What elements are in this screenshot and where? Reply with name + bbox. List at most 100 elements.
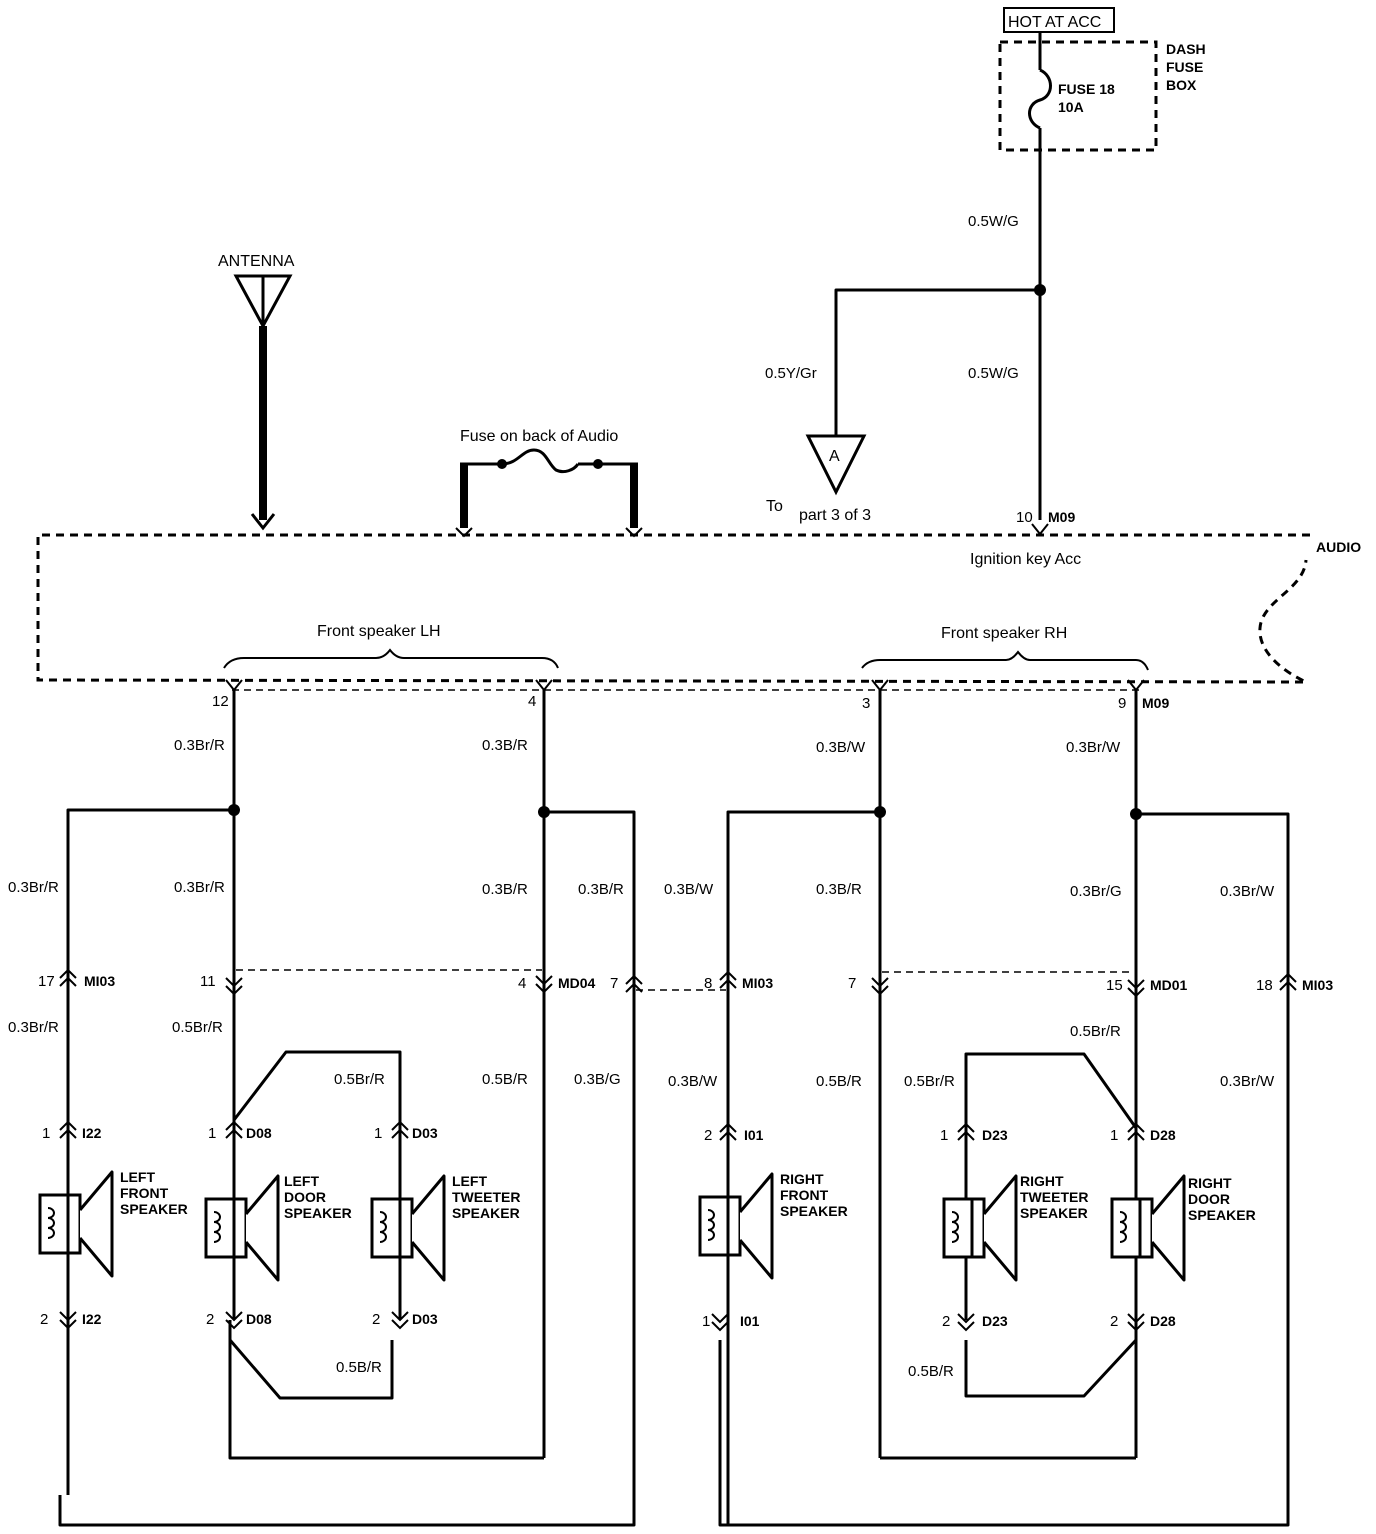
svg-text:1: 1 <box>42 1125 50 1142</box>
antenna-icon <box>233 274 293 531</box>
svg-text:0.3B/R: 0.3B/R <box>816 881 862 898</box>
dash-fuse-box-label: DASH FUSE BOX <box>1166 41 1206 93</box>
svg-text:1: 1 <box>702 1313 710 1330</box>
svg-text:MI03: MI03 <box>84 973 115 989</box>
left-door-speaker-label: LEFT DOOR SPEAKER <box>284 1173 352 1221</box>
antenna-label: ANTENNA <box>218 253 295 270</box>
left-front-speaker-label: LEFT FRONT SPEAKER <box>120 1169 188 1217</box>
pin-3: 3 <box>862 695 870 712</box>
right-door-speaker-icon <box>1110 1174 1186 1282</box>
svg-text:FUSE: FUSE <box>1166 59 1203 75</box>
wire-labels: 0.3Br/R 0.3B/R 0.3B/W 0.3Br/W 0.3Br/R 0.… <box>8 737 1275 1380</box>
wire-label-0-5w-g-lower: 0.5W/G <box>968 365 1019 382</box>
svg-text:0.3Br/G: 0.3Br/G <box>1070 883 1122 900</box>
splices <box>228 804 1142 820</box>
audio-label: AUDIO <box>1316 539 1361 555</box>
svg-text:18: 18 <box>1256 977 1273 994</box>
svg-text:LEFT: LEFT <box>120 1169 155 1185</box>
svg-text:0.5B/R: 0.5B/R <box>908 1363 954 1380</box>
svg-text:RIGHT: RIGHT <box>1020 1173 1064 1189</box>
svg-text:I22: I22 <box>82 1125 102 1141</box>
svg-text:LEFT: LEFT <box>284 1173 319 1189</box>
svg-text:SPEAKER: SPEAKER <box>1188 1207 1256 1223</box>
svg-text:0.5Br/R: 0.5Br/R <box>334 1071 385 1088</box>
svg-text:8: 8 <box>704 975 712 992</box>
right-front-speaker-icon <box>698 1172 774 1280</box>
svg-text:11: 11 <box>200 973 216 990</box>
svg-text:0.5Br/R: 0.5Br/R <box>1070 1023 1121 1040</box>
fuse-18-label: FUSE 18 10A <box>1058 81 1115 115</box>
part-3-of-3-label: part 3 of 3 <box>799 507 871 524</box>
to-label: To <box>766 498 783 515</box>
svg-text:2: 2 <box>704 1127 712 1144</box>
connector-m09-label: M09 <box>1142 695 1169 711</box>
svg-text:DOOR: DOOR <box>1188 1191 1230 1207</box>
svg-text:0.3B/W: 0.3B/W <box>664 881 714 898</box>
right-tweeter-speaker-label: RIGHT TWEETER SPEAKER <box>1020 1173 1088 1221</box>
svg-text:0.3Br/R: 0.3Br/R <box>8 1019 59 1036</box>
svg-text:2: 2 <box>372 1311 380 1328</box>
connector-chevrons <box>59 968 1297 1332</box>
pin-10: 10 <box>1016 509 1033 526</box>
svg-text:SPEAKER: SPEAKER <box>452 1205 520 1221</box>
svg-text:1: 1 <box>208 1125 216 1142</box>
svg-text:0.3Br/R: 0.3Br/R <box>174 879 225 896</box>
svg-text:RIGHT: RIGHT <box>780 1171 824 1187</box>
svg-text:FRONT: FRONT <box>780 1187 829 1203</box>
svg-text:2: 2 <box>40 1311 48 1328</box>
svg-text:DOOR: DOOR <box>284 1189 326 1205</box>
left-tweeter-speaker-icon <box>370 1174 446 1282</box>
svg-text:0.5Br/R: 0.5Br/R <box>904 1073 955 1090</box>
audio-fuse-symbol <box>455 448 643 538</box>
fuse-18-symbol <box>1028 32 1052 150</box>
svg-text:MI03: MI03 <box>742 975 773 991</box>
svg-text:2: 2 <box>1110 1313 1118 1330</box>
left-tweeter-speaker-label: LEFT TWEETER SPEAKER <box>452 1173 520 1221</box>
svg-text:0.3Br/R: 0.3Br/R <box>8 879 59 896</box>
svg-text:D03: D03 <box>412 1311 438 1327</box>
connector-m09-pin10 <box>1031 523 1049 536</box>
brace-front-lh <box>223 648 559 669</box>
svg-text:MI03: MI03 <box>1302 977 1333 993</box>
svg-text:0.3Br/W: 0.3Br/W <box>1220 883 1275 900</box>
svg-text:D08: D08 <box>246 1125 272 1141</box>
svg-text:FUSE 18: FUSE 18 <box>1058 81 1115 97</box>
svg-text:17: 17 <box>38 973 55 990</box>
svg-text:D03: D03 <box>412 1125 438 1141</box>
svg-text:RIGHT: RIGHT <box>1188 1175 1232 1191</box>
svg-text:FRONT: FRONT <box>120 1185 169 1201</box>
wire-label-0-5y-gr: 0.5Y/Gr <box>765 365 817 382</box>
svg-text:A: A <box>829 448 840 465</box>
svg-text:15: 15 <box>1106 977 1123 994</box>
svg-text:10A: 10A <box>1058 99 1084 115</box>
svg-text:MD01: MD01 <box>1150 977 1188 993</box>
svg-text:0.3Br/W: 0.3Br/W <box>1220 1073 1275 1090</box>
wiring <box>58 690 1290 1527</box>
pin-4: 4 <box>528 693 536 710</box>
hot-at-acc-box: HOT AT ACC <box>1003 7 1115 33</box>
pin-12: 12 <box>212 693 229 710</box>
svg-text:MD04: MD04 <box>558 975 596 991</box>
right-front-speaker-label: RIGHT FRONT SPEAKER <box>780 1171 848 1219</box>
svg-text:0.5Br/R: 0.5Br/R <box>172 1019 223 1036</box>
svg-text:D28: D28 <box>1150 1313 1176 1329</box>
svg-text:TWEETER: TWEETER <box>452 1189 520 1205</box>
right-door-speaker-label: RIGHT DOOR SPEAKER <box>1188 1175 1256 1223</box>
svg-text:SPEAKER: SPEAKER <box>1020 1205 1088 1221</box>
svg-text:LEFT: LEFT <box>452 1173 487 1189</box>
svg-text:SPEAKER: SPEAKER <box>284 1205 352 1221</box>
svg-text:TWEETER: TWEETER <box>1020 1189 1088 1205</box>
svg-text:0.3B/R: 0.3B/R <box>482 881 528 898</box>
svg-text:0.3B/R: 0.3B/R <box>482 737 528 754</box>
svg-text:D23: D23 <box>982 1127 1008 1143</box>
svg-text:1: 1 <box>940 1127 948 1144</box>
svg-text:4: 4 <box>518 975 526 992</box>
svg-text:0.3B/G: 0.3B/G <box>574 1071 621 1088</box>
svg-text:I01: I01 <box>744 1127 764 1143</box>
svg-text:DASH: DASH <box>1166 41 1206 57</box>
svg-text:1: 1 <box>1110 1127 1118 1144</box>
svg-text:HOT AT ACC: HOT AT ACC <box>1008 14 1101 31</box>
svg-text:7: 7 <box>610 975 618 992</box>
connector-a-triangle: A <box>805 434 867 496</box>
